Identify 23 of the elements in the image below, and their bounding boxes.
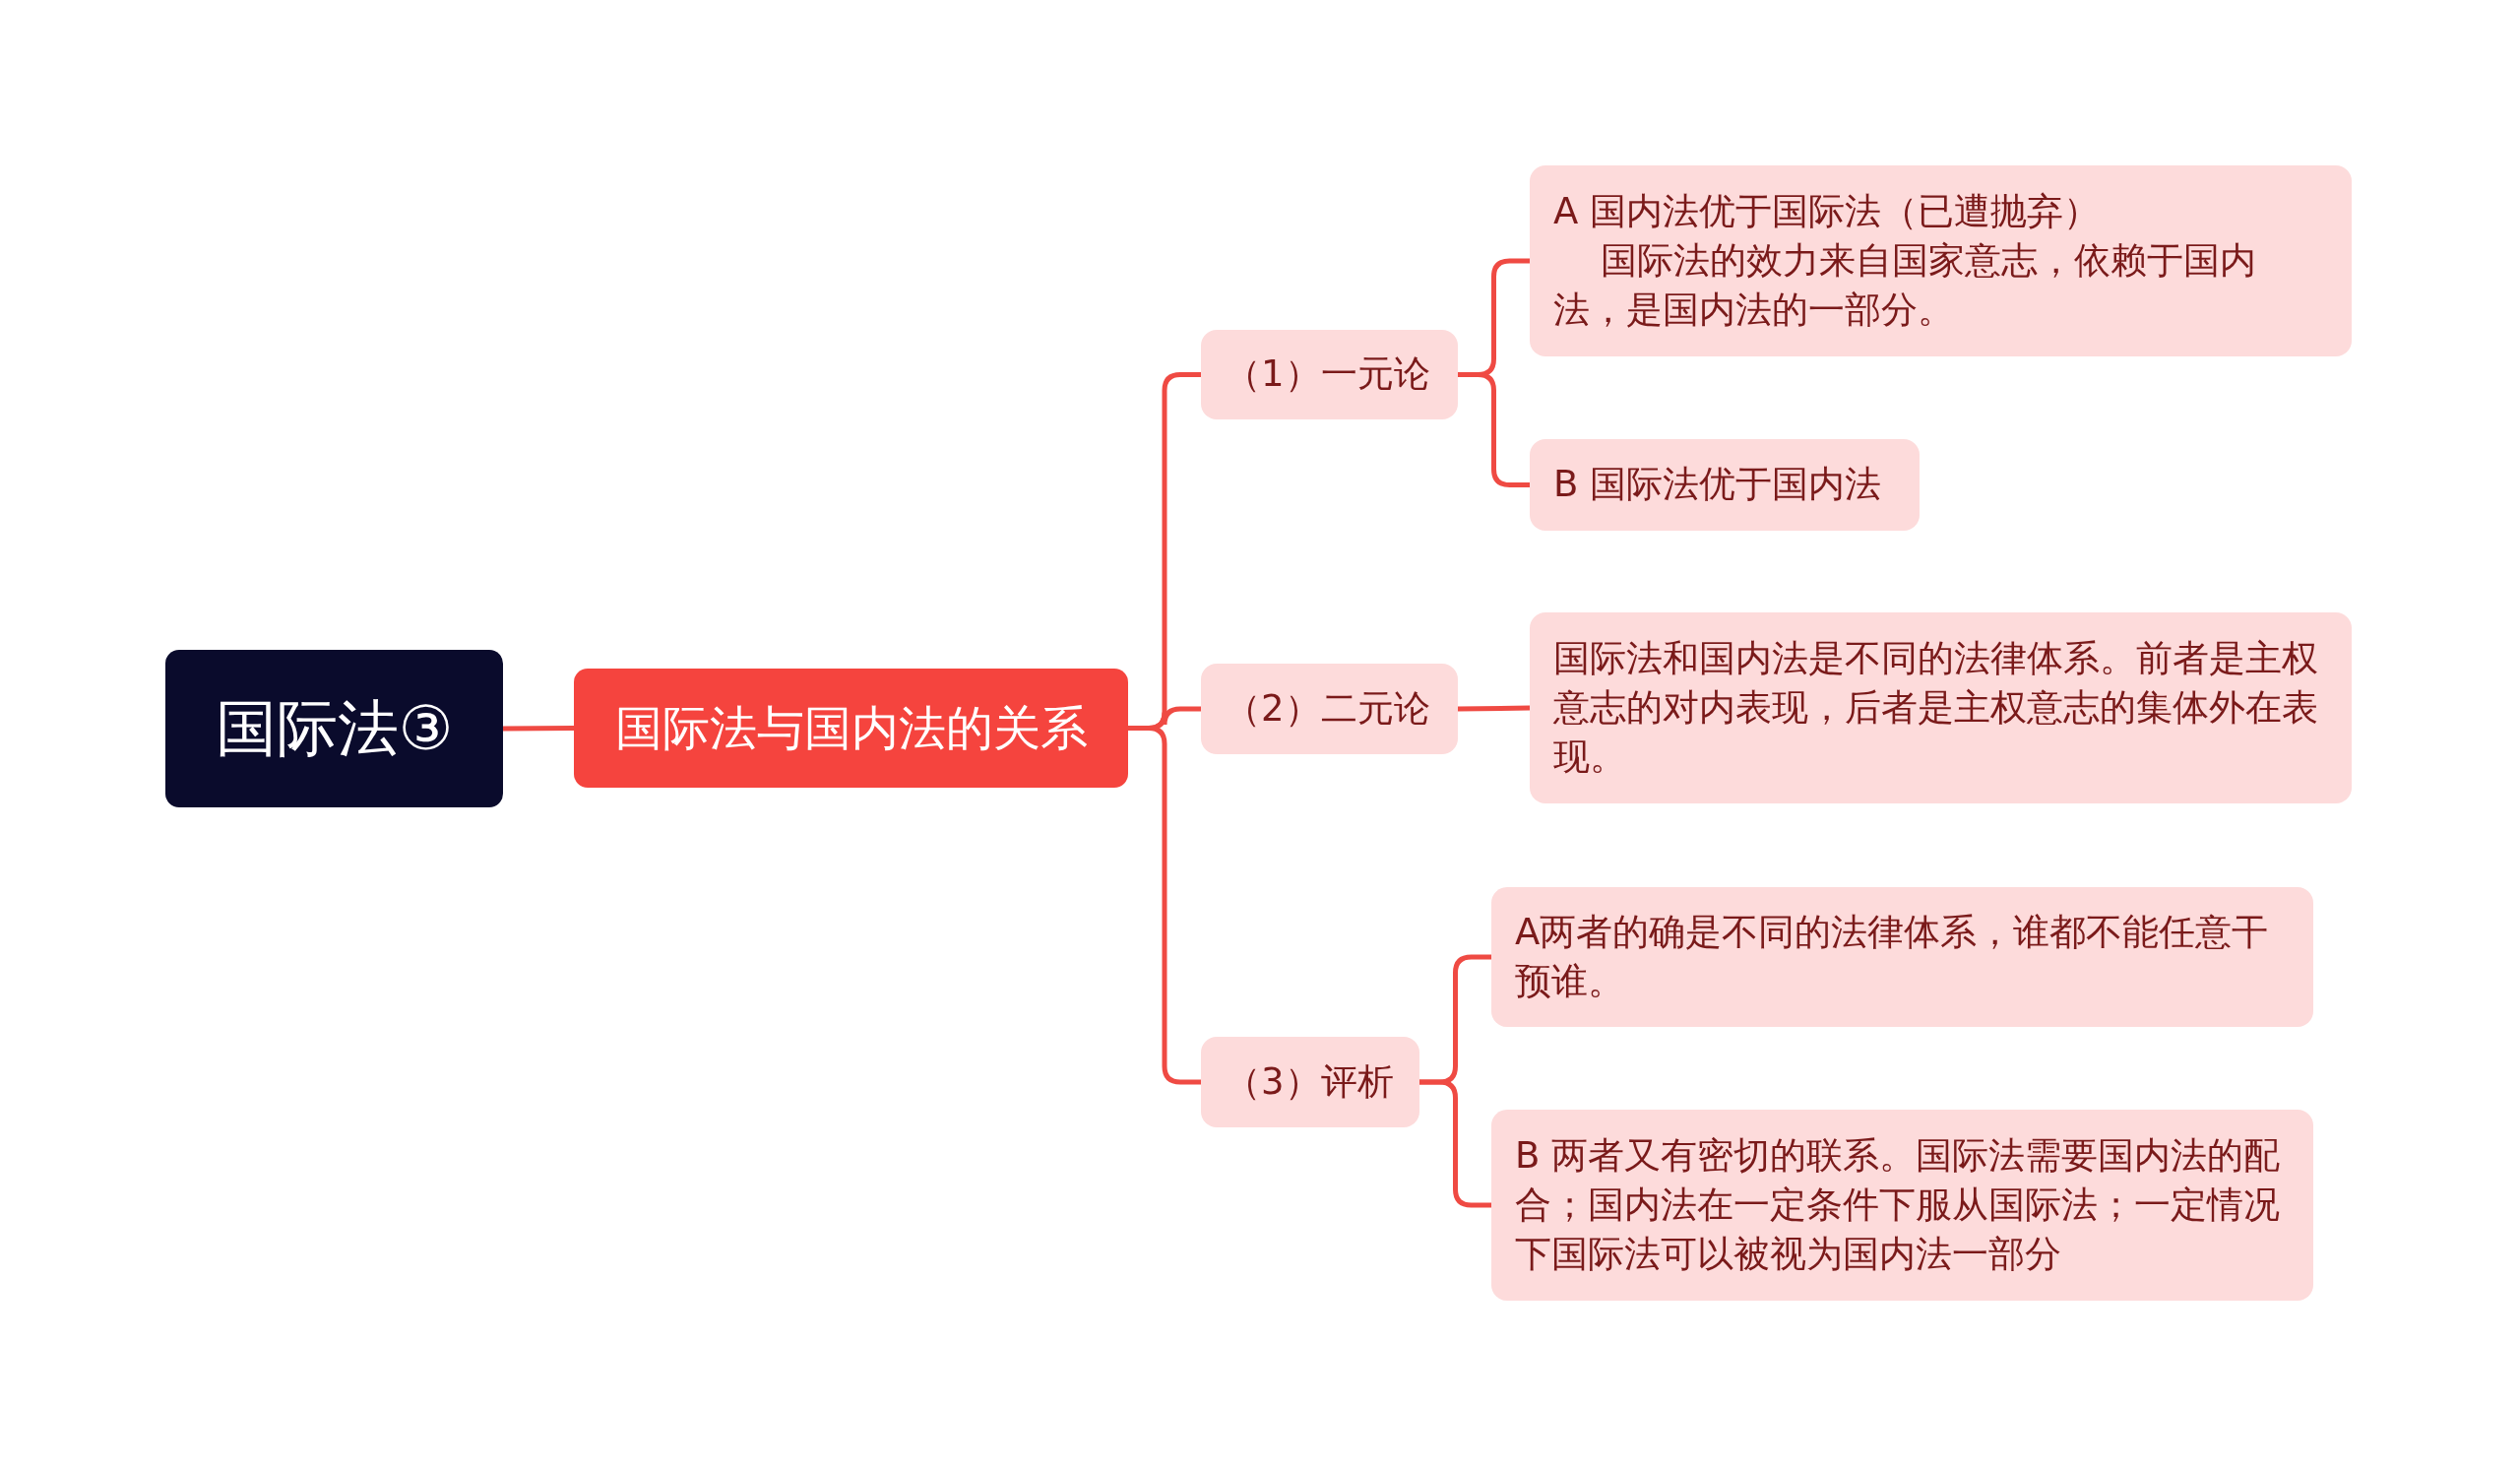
subtopic-box <box>1201 664 1458 754</box>
topic-label: A 国内法优于国际法（已遭抛弃） <box>1553 188 2101 234</box>
topic-label: （3）评析 <box>1225 1058 1394 1105</box>
subtopic-box <box>1201 330 1458 419</box>
topic-label: （2）二元论 <box>1225 685 1430 732</box>
subtopic-box <box>1491 887 2313 1027</box>
connector-line <box>503 726 574 732</box>
topic-label: B 两者又有密切的联系。国际法需要国内法的配合；国内法在一定条件下服从国际法；一定情况下国际法可以被视为国内法一部分 <box>1515 1132 2282 1278</box>
subtopic-box <box>1201 1037 1419 1127</box>
topic-label: 国际法③ <box>215 690 454 766</box>
topic-label: （1）一元论 <box>1225 352 1430 398</box>
main-topic-box <box>574 669 1128 788</box>
topic-label: B 国际法优于国内法 <box>1553 462 1882 508</box>
root-topic-box <box>165 650 503 807</box>
connector-line <box>1457 705 1531 712</box>
topic-label: A两者的确是不同的法律体系，谁都不能任意干预谁。 <box>1515 909 2270 1004</box>
subtopic-box <box>1491 1110 2313 1301</box>
topic-description: 国际法的效力来自国家意志，依赖于国内法，是国内法的一部分。 <box>1553 237 2258 334</box>
subtopic-box <box>1530 612 2352 803</box>
topic-label: 国际法与国内法的关系 <box>614 698 1088 757</box>
subtopic-box <box>1530 439 1920 531</box>
subtopic-box <box>1530 165 2352 356</box>
topic-label: 国际法和国内法是不同的法律体系。前者是主权意志的对内表现，后者是主权意志的集体外在表现。 <box>1553 635 2319 781</box>
